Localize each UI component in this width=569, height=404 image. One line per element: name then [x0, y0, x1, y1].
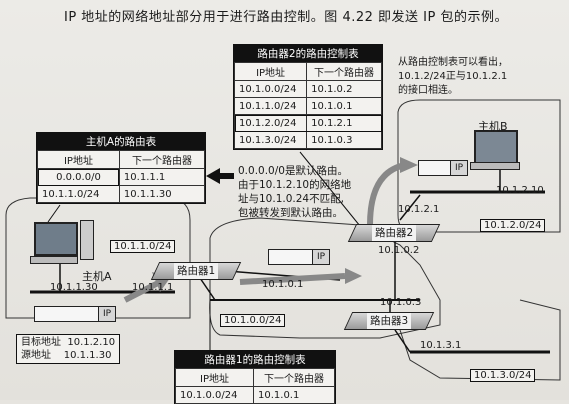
table-title: 路由器1的路由控制表 — [175, 351, 335, 368]
table-row: 10.1.1.0/24 10.1.0.1 — [233, 97, 382, 115]
host-b-label: 主机B — [478, 120, 508, 133]
dst-value: 10.1.2.10 — [67, 337, 116, 348]
router2-ip-upper: 10.1.2.1 — [398, 204, 440, 215]
table-title: 路由器2的路由控制表 — [234, 45, 382, 62]
table-row: 10.1.0.0/24 10.1.0.1 — [175, 386, 335, 404]
table-row: 10.1.1.0/24 10.1.1.30 — [37, 185, 206, 203]
host-a-ip: 10.1.1.30 — [50, 282, 98, 293]
row-ip: 10.1.1.0/24 — [233, 97, 308, 115]
note-line: 0.0.0.0/0是默认路由。 — [238, 165, 348, 177]
ip-packet-at-b: IP — [418, 160, 468, 176]
note-line: 由于10.1.2.10的网络地 — [238, 179, 352, 191]
router1: 路由器1 — [150, 262, 242, 280]
router3-ip-bottom: 10.1.3.1 — [420, 340, 462, 351]
arrow-r1-to-r2-head — [345, 268, 362, 284]
router1-ip-b: 10.1.0.1 — [262, 279, 304, 290]
caption: IP 地址的网络地址部分用于进行路由控制。图 4.22 即发送 IP 包的示例。 — [64, 10, 508, 25]
row-ip: 10.1.0.0/24 — [175, 386, 254, 404]
table-title: 主机A的路由表 — [37, 133, 205, 150]
router3-label: 路由器3 — [366, 313, 412, 329]
packet-address-box: 目标地址 10.1.2.10 源地址 10.1.1.30 — [16, 334, 121, 364]
arrow-r2-up-head — [400, 157, 418, 173]
row-next: 10.1.0.1 — [253, 386, 335, 404]
row-next: 10.1.1.30 — [118, 185, 206, 203]
row-next: 10.1.0.3 — [306, 131, 382, 149]
arrow-a-to-r1 — [123, 279, 162, 303]
host-b-ip: 10.1.2.10 — [496, 185, 544, 196]
net-0-label: 10.1.0.0/24 — [220, 314, 286, 327]
packet-ip-tag: IP — [450, 161, 467, 175]
ip-packet-at-a: IP — [34, 306, 116, 322]
router3-down — [394, 329, 411, 353]
col-ip-header: IP地址 — [37, 150, 120, 169]
router3: 路由器3 — [343, 312, 435, 330]
hostA-routing-table: 主机A的路由表 IP地址 下一个路由器 0.0.0.0/0 10.1.1.1 1… — [36, 132, 206, 204]
col-ip-header: IP地址 — [175, 368, 254, 387]
router1-label: 路由器1 — [173, 263, 219, 279]
row-ip: 0.0.0.0/0 — [37, 168, 120, 186]
router2-up — [399, 194, 421, 221]
packet-ip-tag: IP — [98, 307, 115, 321]
note-line: 址与10.1.0.24不匹配, — [238, 193, 344, 205]
table-row: 10.1.3.0/24 10.1.0.3 — [233, 131, 382, 149]
router2-routing-table: 路由器2的路由控制表 IP地址 下一个路由器 10.1.0.0/24 10.1.… — [233, 44, 383, 150]
table-row: 10.1.0.0/24 10.1.0.2 — [233, 80, 382, 98]
table-row-highlighted: 0.0.0.0/0 10.1.1.1 — [37, 168, 206, 186]
net-a-label: 10.1.1.0/24 — [110, 240, 176, 253]
default-route-note: 0.0.0.0/0是默认路由。 由于10.1.2.10的网络地 址与10.1.0… — [238, 164, 351, 220]
dst-label: 目标地址 — [21, 337, 61, 348]
net-3-label: 10.1.3.0/24 — [470, 369, 536, 382]
net-b-label: 10.1.2.0/24 — [480, 219, 546, 232]
col-ip-header: IP地址 — [233, 62, 308, 81]
router2-ip-lower: 10.1.0.2 — [378, 245, 420, 256]
router2-label: 路由器2 — [371, 225, 417, 241]
network-b-boundary — [397, 99, 561, 233]
hostA-table-pointer — [47, 204, 61, 223]
packet-ip-tag: IP — [312, 250, 329, 264]
router1-ip-a: 10.1.1.1 — [132, 282, 174, 293]
row-next: 10.1.2.1 — [306, 114, 382, 132]
table-row-highlighted: 10.1.2.0/24 10.1.2.1 — [233, 114, 382, 132]
row-ip: 10.1.1.0/24 — [37, 185, 120, 203]
router1-down — [199, 277, 216, 301]
router2: 路由器2 — [347, 224, 441, 242]
arrow-r1-to-r2 — [239, 273, 346, 285]
arrow-r2-up — [367, 162, 406, 226]
note-arrow — [206, 168, 234, 184]
router3-ip-top: 10.1.0.3 — [380, 297, 422, 308]
row-next: 10.1.1.1 — [118, 168, 206, 186]
router2-note: 从路由控制表可以看出， 10.1.2/24正与10.1.2.1 的接口相连。 — [398, 56, 508, 98]
col-next-header: 下一个路由器 — [118, 150, 206, 169]
row-ip: 10.1.0.0/24 — [233, 80, 308, 98]
r2-table-pointer — [299, 151, 361, 227]
row-ip: 10.1.2.0/24 — [233, 114, 308, 132]
host-a-label: 主机A — [82, 270, 112, 283]
src-label: 源地址 — [21, 350, 51, 361]
ip-packet-r1-r2: IP — [268, 249, 330, 265]
row-ip: 10.1.3.0/24 — [233, 131, 308, 149]
src-value: 10.1.1.30 — [63, 350, 112, 361]
row-next: 10.1.0.1 — [306, 97, 382, 115]
note-line: 从路由控制表可以看出， — [398, 57, 508, 68]
note-line: 包被转发到默认路由。 — [238, 207, 343, 219]
note-line: 的接口相连。 — [398, 85, 458, 96]
note-line: 10.1.2/24正与10.1.2.1 — [398, 71, 508, 82]
col-next-header: 下一个路由器 — [253, 368, 335, 387]
col-next-header: 下一个路由器 — [306, 62, 382, 81]
router1-routing-table: 路由器1的路由控制表 IP地址 下一个路由器 10.1.0.0/24 10.1.… — [174, 350, 336, 404]
row-next: 10.1.0.2 — [306, 80, 382, 98]
